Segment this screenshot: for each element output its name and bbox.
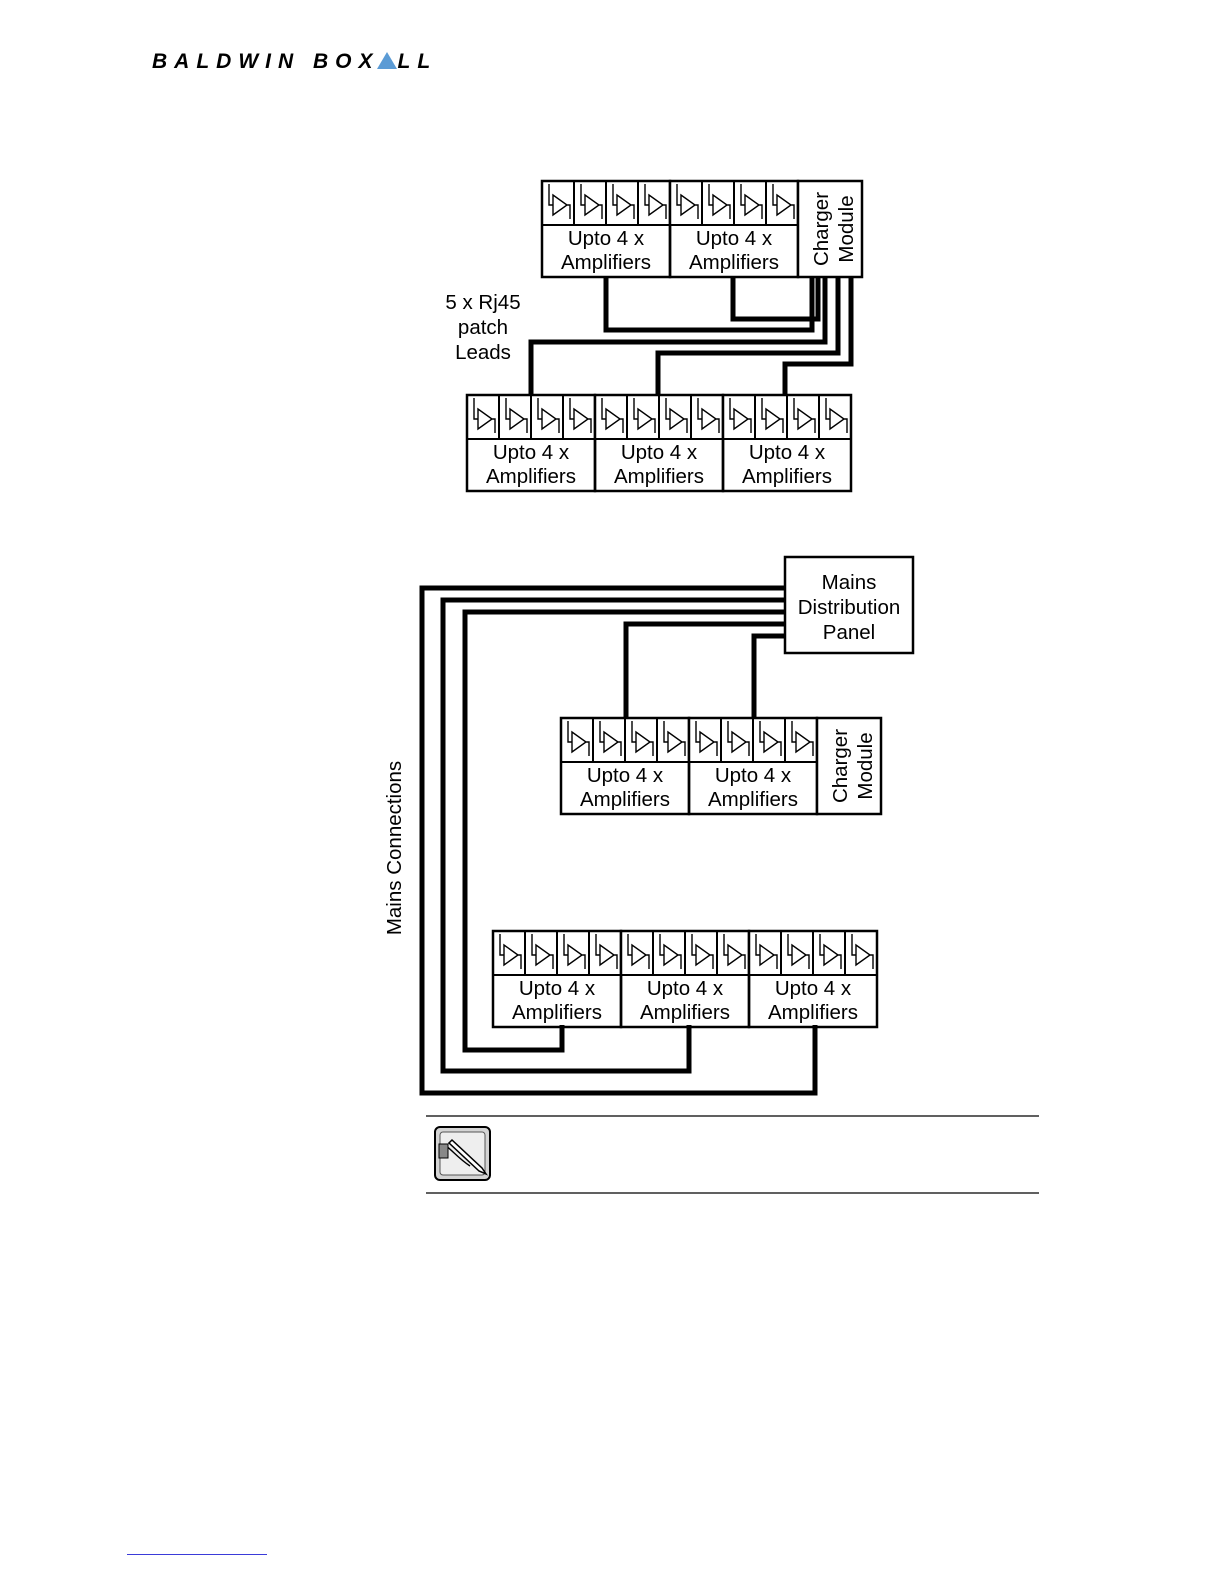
amplifier-slot-icon <box>716 930 750 976</box>
amp-label-line2: Amplifiers <box>580 788 670 811</box>
logo-text: BALDWIN BOX <box>152 50 380 73</box>
patch-leads-label: 5 x Rj45 patch Leads <box>445 291 520 364</box>
charger-label-line1: Charger <box>810 192 833 266</box>
patch-label-line2: patch <box>458 316 508 339</box>
amp-label-line1: Upto 4 x <box>519 977 596 1000</box>
note-pencil-icon <box>434 1126 491 1181</box>
amplifier-slot-icon <box>652 930 686 976</box>
amplifier-bay: Upto 4 x Amplifiers <box>668 179 800 279</box>
mains-panel-line3: Panel <box>823 621 875 644</box>
logo-triangle-icon <box>376 52 397 69</box>
mains-panel-line2: Distribution <box>798 596 901 619</box>
amplifier-slot-icon <box>812 930 846 976</box>
amplifier-slot-icon <box>541 180 575 226</box>
amplifier-slot-icon <box>722 394 756 440</box>
patch-label-line1: 5 x Rj45 <box>445 291 520 314</box>
amp-label-line2: Amplifiers <box>486 465 576 488</box>
amplifier-bay: Upto 4 x Amplifiers <box>619 929 751 1029</box>
amp-label-line2: Amplifiers <box>708 788 798 811</box>
note-box <box>426 1115 1039 1194</box>
amplifier-slot-icon <box>748 930 782 976</box>
amplifier-slot-icon <box>780 930 814 976</box>
mains-panel-line1: Mains <box>822 571 877 594</box>
amplifier-rack-b: Upto 4 x Amplifiers Upto 4 x Amplifiers … <box>465 393 853 493</box>
amp-label-line1: Upto 4 x <box>749 441 826 464</box>
charger-label-line1: Charger <box>829 729 852 803</box>
amplifier-slot-icon <box>784 717 818 763</box>
amplifier-bay: Upto 4 x Amplifiers <box>559 716 691 816</box>
amplifier-slot-icon <box>592 717 626 763</box>
amp-label-line2: Amplifiers <box>768 1001 858 1024</box>
amplifier-slot-icon <box>620 930 654 976</box>
amp-label-line1: Upto 4 x <box>696 227 773 250</box>
amplifier-slot-icon <box>626 394 660 440</box>
amplifier-slot-icon <box>733 180 767 226</box>
footer-rule <box>127 1554 267 1555</box>
mains-connections-label: Mains Connections <box>383 761 406 935</box>
amp-label-line1: Upto 4 x <box>715 764 792 787</box>
amplifier-slot-icon <box>530 394 564 440</box>
amplifier-rack-a: Upto 4 x Amplifiers Upto 4 x Amplifiers … <box>540 179 864 279</box>
amplifier-slot-icon <box>690 394 724 440</box>
amplifier-slot-icon <box>605 180 639 226</box>
amplifier-rack-c: Upto 4 x Amplifiers Upto 4 x Amplifiers … <box>559 716 883 816</box>
amp-label-line1: Upto 4 x <box>587 764 664 787</box>
amplifier-slot-icon <box>656 717 690 763</box>
amplifier-slot-icon <box>752 717 786 763</box>
amplifier-slot-icon <box>701 180 735 226</box>
mains-distribution-panel: Mains Distribution Panel <box>783 555 915 655</box>
amplifier-rack-d: Upto 4 x Amplifiers Upto 4 x Amplifiers … <box>491 929 879 1029</box>
amplifier-slot-icon <box>560 717 594 763</box>
amp-label-line1: Upto 4 x <box>621 441 698 464</box>
amplifier-bay: Upto 4 x Amplifiers <box>687 716 819 816</box>
amplifier-slot-icon <box>786 394 820 440</box>
amplifier-slot-icon <box>556 930 590 976</box>
amp-label-line1: Upto 4 x <box>568 227 645 250</box>
amplifier-slot-icon <box>562 394 596 440</box>
amplifier-slot-icon <box>669 180 703 226</box>
amplifier-bay: Upto 4 x Amplifiers <box>465 393 597 493</box>
amp-label-line2: Amplifiers <box>640 1001 730 1024</box>
patch-label-line3: Leads <box>455 341 511 364</box>
amplifier-slot-icon <box>624 717 658 763</box>
charger-label-line2: Module <box>835 195 858 262</box>
amplifier-slot-icon <box>573 180 607 226</box>
amp-label-line2: Amplifiers <box>614 465 704 488</box>
amplifier-bay: Upto 4 x Amplifiers <box>721 393 853 493</box>
mains-connection-diagram <box>419 585 818 1096</box>
charger-module: Charger Module <box>815 716 883 816</box>
amp-label-line2: Amplifiers <box>742 465 832 488</box>
amplifier-slot-icon <box>844 930 878 976</box>
amplifier-slot-icon <box>688 717 722 763</box>
amplifier-slot-icon <box>588 930 622 976</box>
baldwin-boxall-logo: BALDWIN BOX LL <box>152 50 437 74</box>
amplifier-slot-icon <box>754 394 788 440</box>
amp-label-line2: Amplifiers <box>512 1001 602 1024</box>
amplifier-slot-icon <box>594 394 628 440</box>
amp-label-line2: Amplifiers <box>689 251 779 274</box>
amplifier-slot-icon <box>498 394 532 440</box>
amplifier-slot-icon <box>637 180 671 226</box>
amp-label-line1: Upto 4 x <box>493 441 570 464</box>
amplifier-bay: Upto 4 x Amplifiers <box>593 393 725 493</box>
amp-label-line1: Upto 4 x <box>775 977 852 1000</box>
amplifier-slot-icon <box>658 394 692 440</box>
amp-label-line2: Amplifiers <box>561 251 651 274</box>
amplifier-bay: Upto 4 x Amplifiers <box>540 179 672 279</box>
amplifier-bay: Upto 4 x Amplifiers <box>491 929 623 1029</box>
amplifier-slot-icon <box>765 180 799 226</box>
amplifier-slot-icon <box>684 930 718 976</box>
amp-label-line1: Upto 4 x <box>647 977 724 1000</box>
amplifier-slot-icon <box>818 394 852 440</box>
rj45-patch-lead-diagram <box>528 277 854 397</box>
charger-label-line2: Module <box>854 732 877 799</box>
amplifier-slot-icon <box>524 930 558 976</box>
logo-text-end: LL <box>397 50 438 73</box>
amplifier-slot-icon <box>466 394 500 440</box>
charger-module: Charger Module <box>796 179 864 279</box>
amplifier-slot-icon <box>720 717 754 763</box>
amplifier-bay: Upto 4 x Amplifiers <box>747 929 879 1029</box>
amplifier-slot-icon <box>492 930 526 976</box>
